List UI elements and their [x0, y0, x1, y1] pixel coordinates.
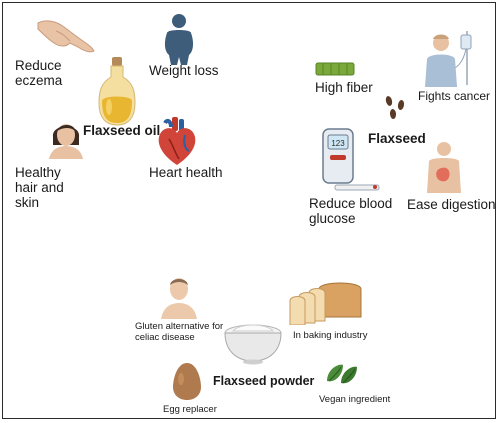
glucose-meter-icon: 123 — [321, 127, 383, 191]
heart-health-label: Heart health — [149, 165, 223, 180]
weight-loss-label: Weight loss — [149, 63, 219, 78]
svg-text:123: 123 — [331, 139, 345, 148]
bread-icon — [289, 279, 365, 325]
flaxseed-oil-title: Flaxseed oil — [83, 123, 161, 138]
powder-bowl-icon — [219, 321, 287, 365]
oil-bottle-icon — [97, 55, 137, 127]
gluten-alternative-label: Gluten alternative for celiac disease — [135, 321, 224, 343]
vegan-ingredient-label: Vegan ingredient — [319, 394, 391, 405]
hand-icon — [36, 17, 96, 55]
healthy-hair-skin-label: Healthy hair and skin — [15, 165, 64, 210]
baking-industry-label: In baking industry — [293, 330, 368, 341]
woman-portrait-icon — [47, 117, 85, 159]
heart-icon — [155, 115, 199, 167]
egg-replacer-label: Egg replacer — [163, 404, 217, 415]
ease-digestion-label: Ease digestion — [407, 197, 496, 212]
leaves-icon — [325, 361, 359, 389]
seeds-icon — [383, 95, 411, 121]
egg-icon — [171, 361, 203, 401]
flaxseed-title: Flaxseed — [368, 131, 426, 146]
fiber-stick-icon — [315, 61, 355, 77]
patient-iv-icon — [423, 29, 475, 87]
stomach-torso-icon — [421, 141, 467, 193]
fights-cancer-label: Fights cancer — [418, 89, 491, 103]
reduce-eczema-label: Reduce eczema — [15, 58, 63, 88]
flaxseed-powder-title: Flaxseed powder — [213, 374, 315, 388]
reduce-blood-glucose-label: Reduce blood glucose — [309, 196, 393, 226]
figure-frame: Reduce eczema Weight loss Flaxseed oil H… — [2, 2, 496, 419]
man-portrait-icon — [159, 275, 199, 319]
high-fiber-label: High fiber — [315, 80, 373, 95]
body-silhouette-icon — [161, 13, 197, 65]
